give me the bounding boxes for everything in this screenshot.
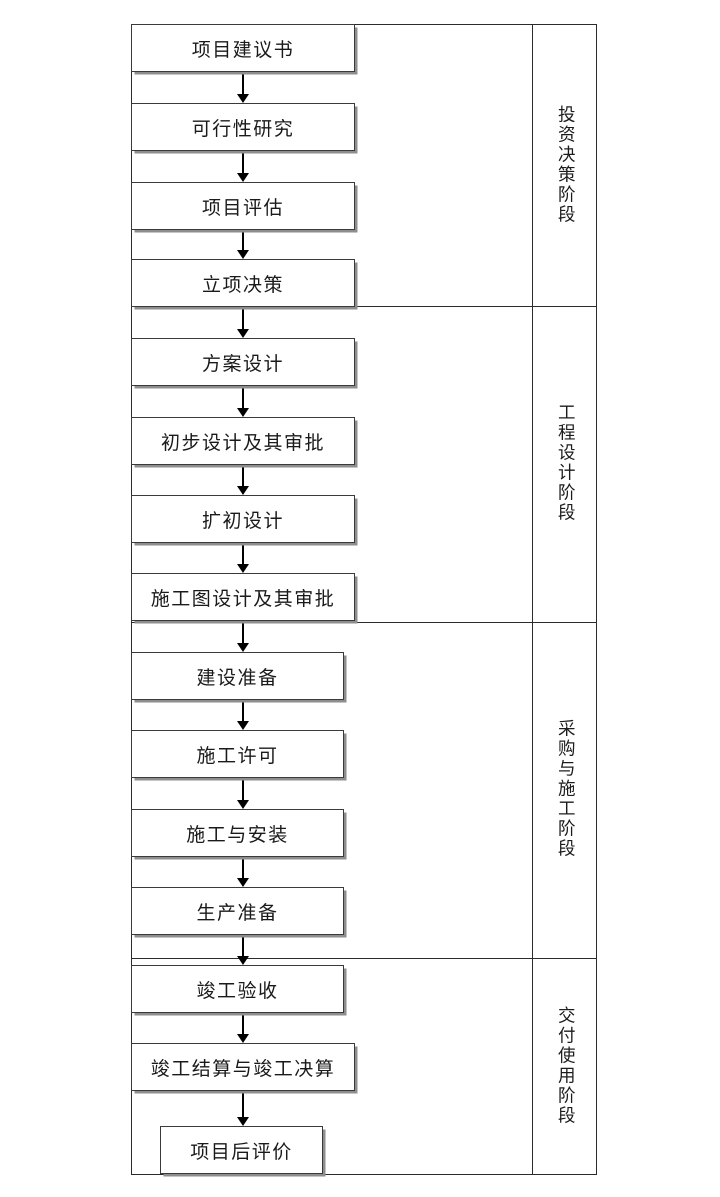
process-node[interactable]: 项目建议书 xyxy=(131,24,355,72)
arrow-shaft xyxy=(241,621,245,644)
process-node-label: 施工图设计及其审批 xyxy=(150,588,336,610)
flow-arrow xyxy=(237,543,249,573)
process-node-label: 施工许可 xyxy=(196,745,279,767)
arrow-head-icon xyxy=(237,564,249,573)
process-node-label: 项目建议书 xyxy=(191,39,295,61)
phase-column-divider xyxy=(532,25,534,1174)
arrow-shaft xyxy=(241,1013,245,1035)
process-node[interactable]: 项目评估 xyxy=(131,182,355,230)
process-node[interactable]: 施工许可 xyxy=(131,730,344,778)
arrow-shaft xyxy=(241,700,245,722)
process-node-label: 施工与安装 xyxy=(186,824,289,846)
process-node[interactable]: 方案设计 xyxy=(131,338,355,386)
flow-arrow xyxy=(237,307,249,338)
flow-arrow xyxy=(237,700,249,730)
process-node[interactable]: 施工与安装 xyxy=(131,809,344,857)
arrow-head-icon xyxy=(237,721,249,730)
process-node-label: 扩初设计 xyxy=(201,510,284,532)
arrow-shaft xyxy=(241,307,245,330)
arrow-head-icon xyxy=(237,486,249,495)
process-node[interactable]: 竣工结算与竣工决算 xyxy=(131,1043,355,1091)
process-node[interactable]: 建设准备 xyxy=(131,652,344,700)
arrow-head-icon xyxy=(237,329,249,338)
flow-arrow xyxy=(237,230,249,259)
process-node[interactable]: 生产准备 xyxy=(131,887,344,935)
process-node[interactable]: 施工图设计及其审批 xyxy=(131,573,355,621)
arrow-shaft xyxy=(241,386,245,409)
arrow-head-icon xyxy=(237,956,249,965)
process-node[interactable]: 可行性研究 xyxy=(131,103,355,151)
process-node-label: 可行性研究 xyxy=(191,118,295,140)
process-node[interactable]: 竣工验收 xyxy=(131,965,344,1013)
process-node-label: 立项决策 xyxy=(201,274,284,296)
arrow-head-icon xyxy=(237,408,249,417)
process-node[interactable]: 项目后评价 xyxy=(160,1126,323,1174)
arrow-head-icon xyxy=(237,1117,249,1126)
flow-arrow xyxy=(237,465,249,495)
process-node-label: 项目评估 xyxy=(201,197,284,219)
arrow-shaft xyxy=(241,465,245,487)
flow-arrow xyxy=(237,1013,249,1043)
arrow-head-icon xyxy=(237,173,249,182)
flow-arrow xyxy=(237,935,249,965)
arrow-head-icon xyxy=(237,878,249,887)
flow-arrow xyxy=(237,857,249,887)
phase-divider-1 xyxy=(132,306,596,307)
arrow-shaft xyxy=(241,857,245,879)
arrow-shaft xyxy=(241,778,245,801)
flow-arrow xyxy=(237,151,249,182)
process-node-label: 方案设计 xyxy=(201,353,284,375)
arrow-shaft xyxy=(241,230,245,251)
process-node[interactable]: 初步设计及其审批 xyxy=(131,417,355,465)
process-node[interactable]: 扩初设计 xyxy=(131,495,355,543)
flow-arrow xyxy=(237,386,249,417)
arrow-shaft xyxy=(241,543,245,565)
arrow-shaft xyxy=(241,72,245,95)
process-node-label: 初步设计及其审批 xyxy=(160,432,325,454)
arrow-head-icon xyxy=(237,94,249,103)
process-node-label: 建设准备 xyxy=(196,667,279,689)
process-node[interactable]: 立项决策 xyxy=(131,259,355,307)
process-node-label: 竣工结算与竣工决算 xyxy=(150,1058,336,1080)
arrow-shaft xyxy=(241,935,245,957)
arrow-head-icon xyxy=(237,643,249,652)
arrow-head-icon xyxy=(237,1034,249,1043)
flow-arrow xyxy=(237,72,249,103)
phase-divider-2 xyxy=(132,622,596,623)
process-node-label: 项目后评价 xyxy=(190,1141,293,1163)
process-node-label: 生产准备 xyxy=(196,902,279,924)
arrow-shaft xyxy=(241,151,245,174)
phase-divider-3 xyxy=(132,958,596,959)
flow-arrow xyxy=(237,621,249,652)
arrow-shaft xyxy=(241,1091,245,1118)
arrow-head-icon xyxy=(237,800,249,809)
arrow-head-icon xyxy=(237,250,249,259)
process-node-label: 竣工验收 xyxy=(196,980,279,1002)
flow-arrow xyxy=(237,1091,249,1126)
flow-arrow xyxy=(237,778,249,809)
